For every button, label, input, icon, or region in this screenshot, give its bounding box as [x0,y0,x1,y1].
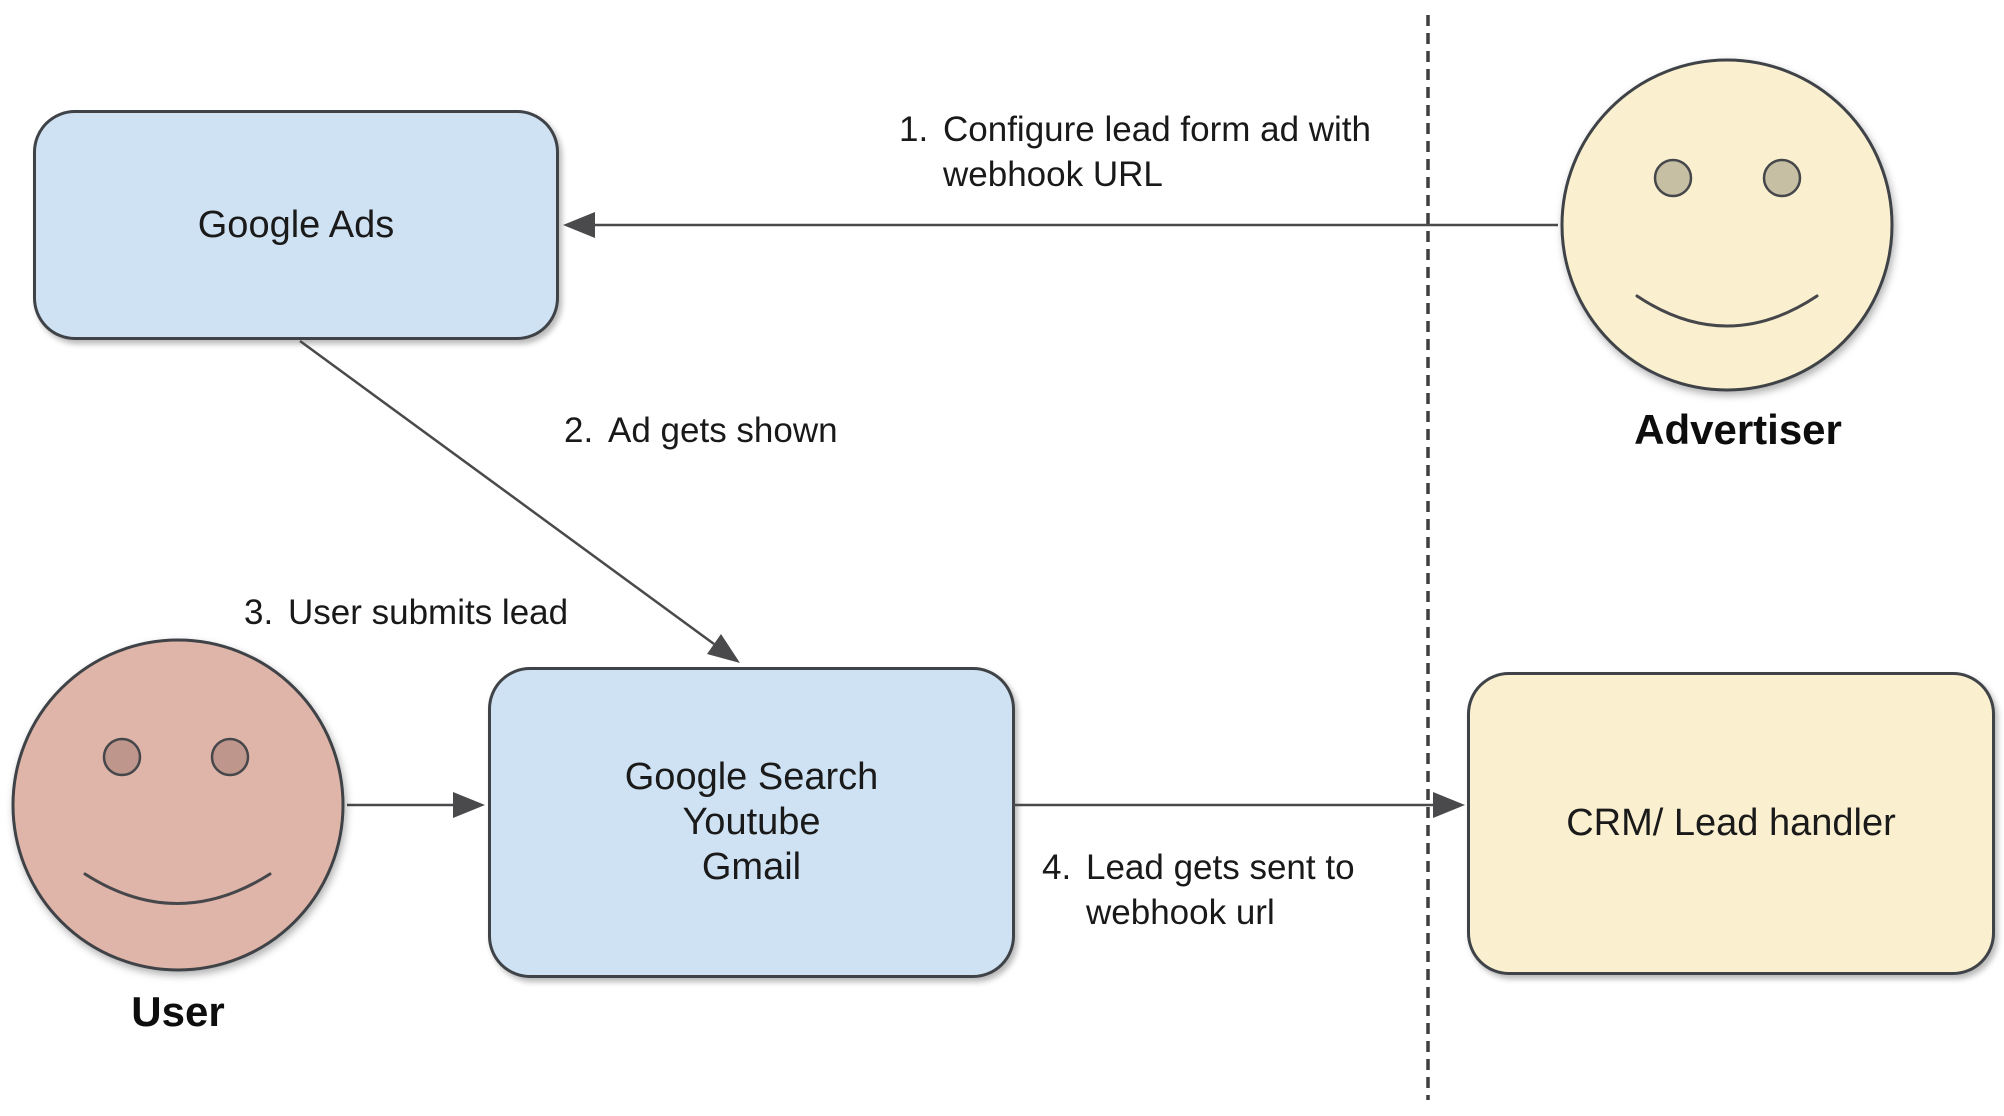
google-surfaces-box: Google Search Youtube Gmail [488,667,1015,978]
arrow-advertiser-to-google-ads [563,212,1558,238]
annotation-step-4: 4. Lead gets sent to webhook url [1042,845,1355,935]
user-face-icon [11,638,345,972]
advertiser-eye-left [1653,158,1693,198]
surfaces-line-youtube: Youtube [682,801,821,843]
annotation-step-1: 1. Configure lead form ad with webhook U… [899,107,1371,197]
google-ads-box-label: Google Ads [197,203,395,246]
crm-lead-handler-box: CRM/ Lead handler [1467,672,1995,975]
annotation-step-2: 2. Ad gets shown [564,408,838,453]
arrowhead-diagonal-icon [707,634,740,663]
annotation-step-4-text: Lead gets sent to webhook url [1086,848,1355,932]
google-ads-box: Google Ads [33,110,559,340]
annotation-step-2-number: 2. [564,411,594,450]
arrow-surfaces-to-crm [1013,792,1465,818]
annotation-step-3-number: 3. [244,593,274,632]
arrowhead-right-icon [453,792,485,818]
advertiser-face-icon [1560,58,1894,392]
user-eye-right [210,737,250,777]
crm-box-label: CRM/ Lead handler [1566,802,1896,844]
user-smile [83,872,272,905]
advertiser-smile [1635,294,1819,328]
annotation-step-2-text: Ad gets shown [608,411,838,450]
surfaces-line-google-search: Google Search [624,756,879,798]
annotation-step-1-number: 1. [899,110,929,149]
advertiser-label: Advertiser [1634,406,1842,453]
advertiser-face-circle [1560,58,1894,392]
user-label: User [131,988,225,1035]
advertiser-eye-right [1762,158,1802,198]
annotation-step-3: 3. User submits lead [244,590,568,635]
surfaces-line-gmail: Gmail [701,846,802,888]
arrowhead-right-icon [1433,792,1465,818]
user-face-circle [11,638,345,972]
arrow-user-to-surfaces [347,792,485,818]
annotation-step-4-number: 4. [1042,848,1072,887]
user-eye-left [102,737,142,777]
arrowhead-left-icon [563,212,595,238]
annotation-step-3-text: User submits lead [288,593,569,632]
google-surfaces-box-label: Google Search Youtube Gmail [625,755,879,890]
annotation-step-1-text: Configure lead form ad with webhook URL [943,110,1371,194]
